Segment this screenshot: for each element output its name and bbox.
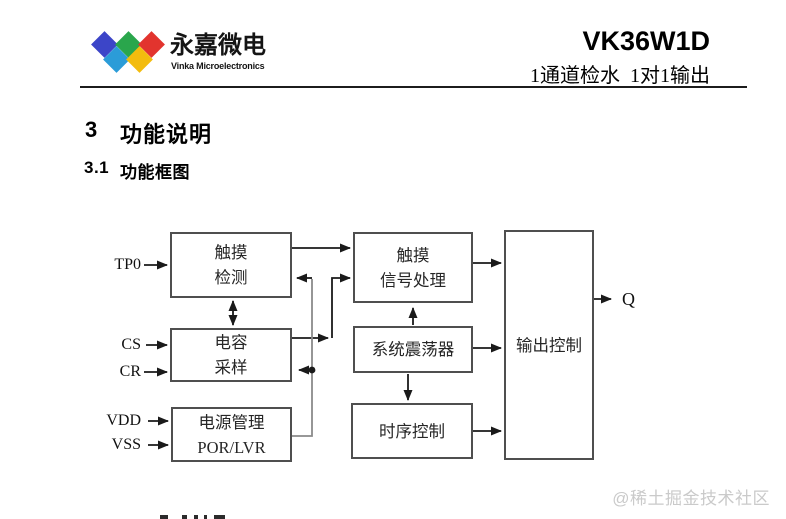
- block-touch-detect: 触摸 检测: [170, 232, 292, 298]
- cutoff-glyph-top: [214, 515, 225, 519]
- block-label: 信号处理: [380, 270, 446, 290]
- pin-label-vdd: VDD: [106, 412, 141, 429]
- cutoff-glyph-top: [160, 515, 168, 519]
- next-section-heading-cutoff: [160, 515, 225, 519]
- block-signal-proc: 触摸 信号处理: [353, 232, 473, 303]
- block-label: 时序控制: [379, 421, 445, 441]
- part-number: VK36W1D: [582, 26, 710, 56]
- block-label: POR/LVR: [197, 437, 266, 457]
- subsection-number: 3.1: [84, 158, 110, 177]
- section-title: 功能说明: [120, 122, 213, 147]
- block-oscillator: 系统震荡器: [353, 326, 473, 373]
- wire-power-feed: [292, 279, 313, 437]
- page-header: 永嘉微电 Vinka Microelectronics VK36W1D 1通道检…: [0, 0, 786, 90]
- block-label: 电源管理: [198, 412, 265, 432]
- cutoff-glyph-top: [182, 515, 187, 519]
- block-label: 采样: [214, 358, 248, 377]
- pin-label-tp0: TP0: [114, 256, 141, 273]
- block-label: 触摸: [396, 245, 430, 265]
- cutoff-glyph-top: [194, 515, 198, 519]
- subsection-title: 功能框图: [120, 163, 190, 182]
- pin-label-vss: VSS: [111, 436, 141, 453]
- wire-cap-to-signal: [331, 273, 351, 338]
- block-output-ctrl: 输出控制: [504, 230, 594, 460]
- pin-label-cs: CS: [121, 336, 141, 353]
- block-label: 触摸: [214, 243, 248, 262]
- block-cap-sample: 电容 采样: [170, 328, 292, 382]
- brand-name-cn: 永嘉微电: [170, 32, 266, 59]
- pin-label-q: Q: [622, 289, 635, 309]
- cutoff-glyph-top: [204, 515, 207, 519]
- block-timing-ctrl: 时序控制: [351, 403, 473, 459]
- product-tagline: 1通道检水 1对1输出: [530, 65, 710, 87]
- junction-dot: [308, 366, 316, 374]
- block-power-mgmt: 电源管理 POR/LVR: [171, 407, 292, 462]
- block-label: 检测: [214, 268, 248, 287]
- watermark: @稀土掘金技术社区: [612, 489, 770, 508]
- block-label: 系统震荡器: [371, 340, 455, 359]
- brand-name-en: Vinka Microelectronics: [171, 61, 265, 71]
- pin-label-cr: CR: [119, 363, 141, 380]
- header-rule: [80, 86, 747, 88]
- section-number: 3: [85, 117, 99, 142]
- block-label: 输出控制: [516, 335, 582, 355]
- block-label: 电容: [214, 333, 248, 352]
